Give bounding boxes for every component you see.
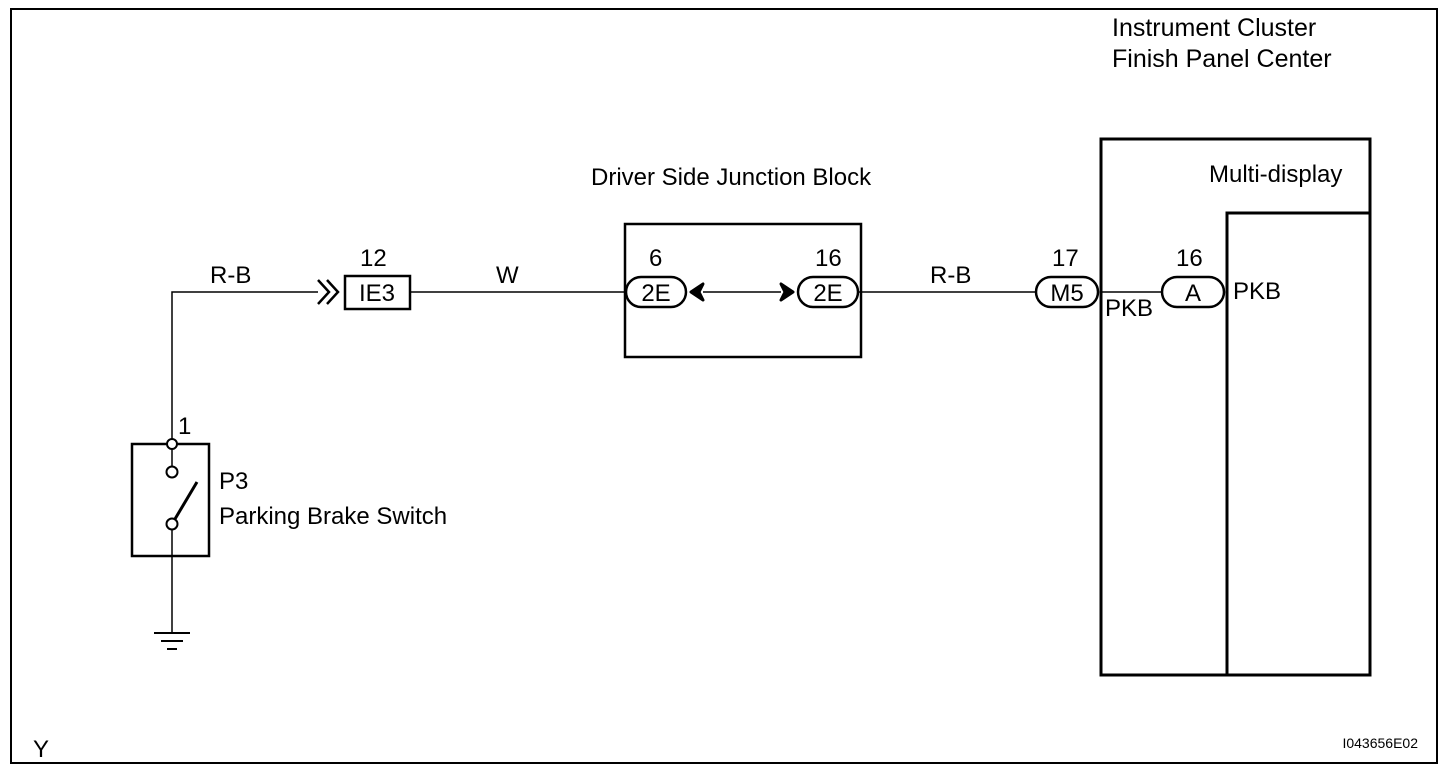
pin-a: 16 (1176, 245, 1203, 272)
switch-terminal-top (166, 438, 178, 450)
multi-display-label: Multi-display (1209, 161, 1342, 188)
switch-name: Parking Brake Switch (219, 503, 447, 530)
parking-brake-switch: 1 P3 Parking Brake Switch (130, 413, 447, 633)
connector-ie3-pin: 12 (360, 245, 387, 272)
switch-pin: 1 (178, 413, 191, 440)
connector-a (1160, 275, 1226, 309)
switch-code: P3 (219, 468, 248, 495)
connector-a-label: A (1185, 280, 1201, 307)
connector-ie3-chevron-inner (326, 279, 340, 305)
footer-left-mark: Y (33, 736, 49, 763)
connector-m5-label: M5 (1050, 280, 1083, 307)
multi-display-box (1225, 211, 1372, 677)
cluster-box (1099, 137, 1372, 677)
cluster-title-line2: Finish Panel Center (1112, 45, 1332, 73)
figure-id: I043656E02 (1342, 735, 1418, 751)
connector-ie3: 12 IE3 (317, 245, 412, 311)
connector-ie3-label: IE3 (359, 280, 395, 307)
pin-m5: 17 (1052, 245, 1079, 272)
diagram-frame (10, 8, 1438, 764)
jb-right-connector-label: 2E (813, 280, 842, 307)
jb-left-connector-label: 2E (641, 280, 670, 307)
junction-block-title: Driver Side Junction Block (591, 164, 872, 191)
jb-left-pin: 6 (649, 245, 662, 272)
terminal-pkb-right: PKB (1233, 278, 1281, 305)
cluster-title-line1: Instrument Cluster (1112, 14, 1316, 42)
jb-right-arrow (779, 282, 795, 302)
jb-right-pin: 16 (815, 245, 842, 272)
wire-color-jb-to-cluster: R-B (930, 262, 971, 289)
jb-left-arrow (689, 282, 705, 302)
junction-block: Driver Side Junction Block 6 2E 16 2E (591, 164, 872, 359)
terminal-pkb-left: PKB (1105, 295, 1153, 322)
switch-contact-lower (165, 517, 179, 531)
switch-box (130, 442, 211, 558)
switch-contact-upper (165, 465, 179, 479)
connector-ie3-chevron-outer (317, 279, 331, 305)
wire-color-ie3-to-jb: W (496, 262, 519, 289)
connector-ie3-box (343, 274, 412, 311)
instrument-cluster: Instrument Cluster Finish Panel Center M… (1034, 14, 1372, 677)
wire-color-switch-to-ie3: R-B (210, 262, 251, 289)
switch-lever (173, 481, 199, 520)
wire-switch-to-ie3 (171, 291, 318, 444)
ground-icon (154, 632, 190, 650)
